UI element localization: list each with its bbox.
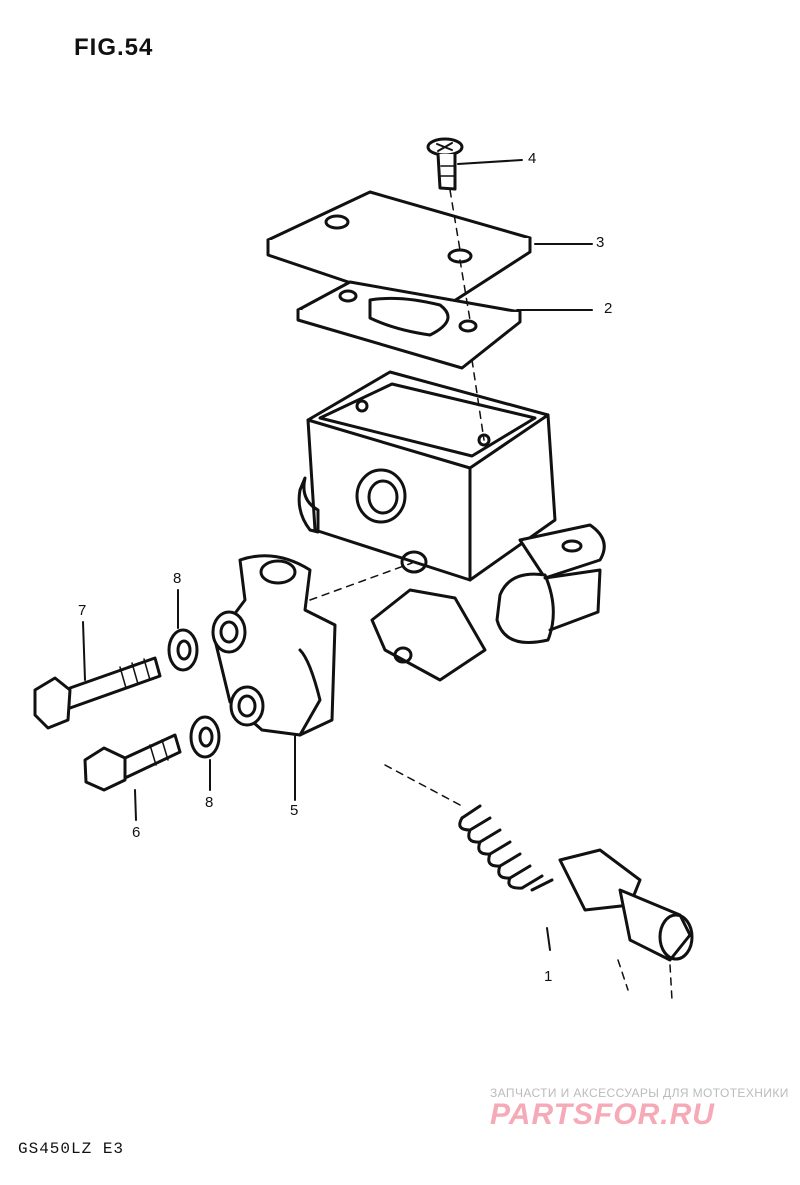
leader-lines [82,159,593,951]
long-bolt-part [33,656,162,730]
washer-upper-part [167,628,199,672]
model-code: GS450LZ E3 [18,1140,125,1158]
callout-3: 3 [596,234,605,251]
watermark-brand: PARTSFOR.RU [490,1098,715,1131]
handlebar-clamp-part [211,554,337,737]
washer-lower-part [189,715,221,759]
screw-part [426,137,464,191]
callout-8-lower: 8 [205,794,214,811]
callout-5: 5 [290,802,299,819]
piston-spring-part [458,804,694,962]
assembly-guides [309,189,673,1001]
callout-1: 1 [544,968,553,985]
callout-4: 4 [528,150,537,167]
short-bolt-part [83,733,182,792]
reservoir-cap-part [266,190,532,314]
callout-6: 6 [132,824,141,841]
diaphragm-part [296,280,522,370]
callout-2: 2 [604,300,613,317]
watermark-tagline: ЗАПЧАСТИ И АКСЕССУАРЫ ДЛЯ МОТОТЕХНИКИ [490,1086,789,1100]
callout-8-upper: 8 [173,570,182,587]
callout-7: 7 [78,602,87,619]
figure-title: FIG.54 [74,34,154,61]
master-cylinder-body [297,370,606,682]
